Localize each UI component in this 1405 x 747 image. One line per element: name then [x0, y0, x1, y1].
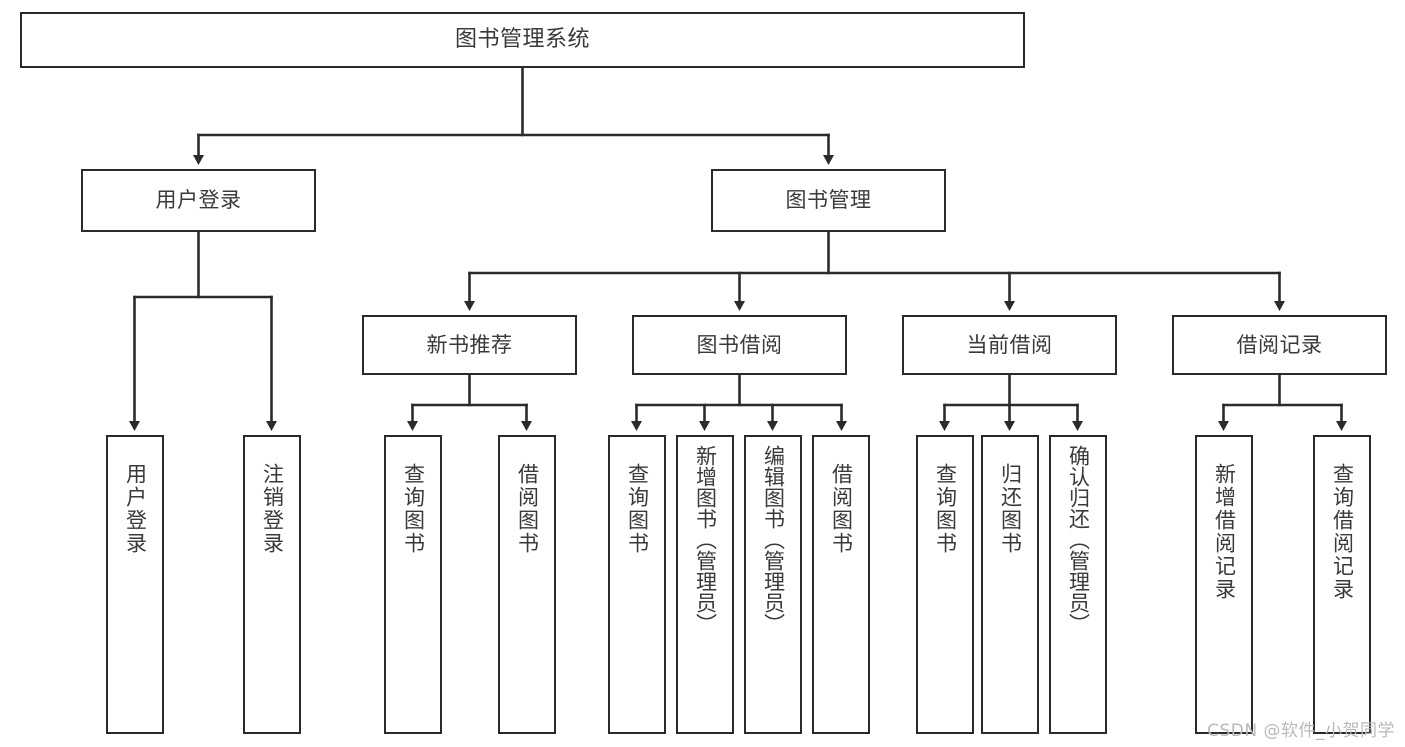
leaf-borrow-books[interactable]: 借阅图书: [812, 435, 870, 734]
node-new-book-recommendation[interactable]: 新书推荐: [362, 315, 577, 375]
leaf-query-books-current[interactable]: 查询图书: [916, 435, 974, 734]
leaf-borrow-books-recommend[interactable]: 借阅图书: [498, 435, 556, 734]
node-book-borrowing[interactable]: 图书借阅: [632, 315, 847, 375]
node-user-login[interactable]: 用户登录: [81, 169, 316, 232]
node-root-library-management-system[interactable]: 图书管理系统: [20, 12, 1025, 68]
leaf-add-book-admin[interactable]: 新增图书（管理员）: [676, 435, 734, 734]
csdn-watermark: CSDN @软件_小贺同学: [1207, 721, 1395, 741]
leaf-query-books-borrow[interactable]: 查询图书: [608, 435, 666, 734]
leaf-query-borrow-record[interactable]: 查询借阅记录: [1313, 435, 1371, 734]
node-current-borrowing[interactable]: 当前借阅: [902, 315, 1117, 375]
node-book-management[interactable]: 图书管理: [711, 169, 946, 232]
leaf-query-books-recommend[interactable]: 查询图书: [384, 435, 442, 734]
node-borrowing-record[interactable]: 借阅记录: [1172, 315, 1387, 375]
leaf-confirm-return-admin[interactable]: 确认归还（管理员）: [1049, 435, 1107, 734]
leaf-user-login[interactable]: 用户登录: [106, 435, 164, 734]
leaf-logout[interactable]: 注销登录: [243, 435, 301, 734]
leaf-edit-book-admin[interactable]: 编辑图书（管理员）: [744, 435, 802, 734]
leaf-return-books[interactable]: 归还图书: [981, 435, 1039, 734]
leaf-add-borrow-record[interactable]: 新增借阅记录: [1195, 435, 1253, 734]
